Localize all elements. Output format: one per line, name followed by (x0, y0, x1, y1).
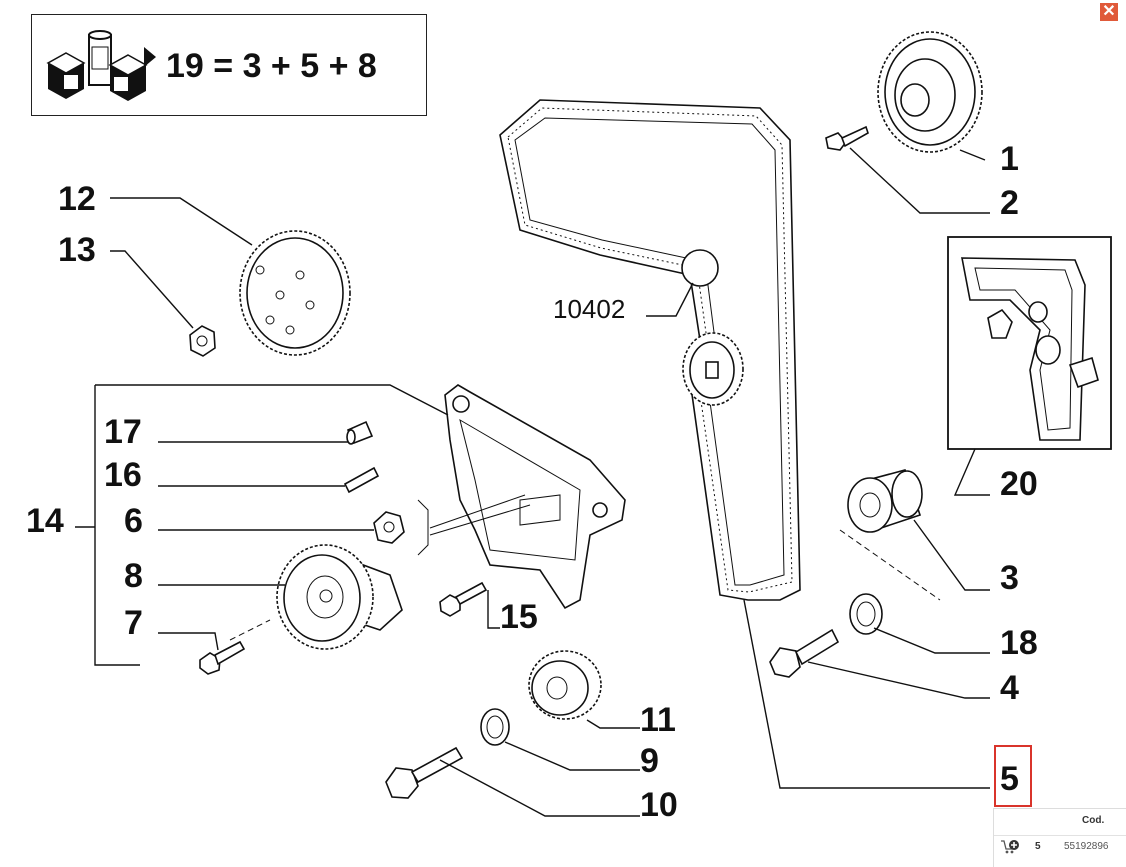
callout-1[interactable]: 1 (1000, 140, 1019, 178)
callout-4[interactable]: 4 (1000, 669, 1019, 707)
crankshaft-bolt[interactable] (385, 746, 464, 799)
inset-assembly[interactable] (947, 236, 1112, 450)
callout-5[interactable]: 5 (1000, 760, 1019, 798)
tensioner-pulley[interactable] (276, 544, 403, 650)
callout-12[interactable]: 12 (58, 180, 96, 218)
spacer-ring[interactable] (480, 708, 510, 746)
idler-roller[interactable] (847, 469, 923, 533)
parts-kit-icon (46, 30, 156, 101)
washer-ring[interactable] (849, 593, 883, 635)
callout-2[interactable]: 2 (1000, 184, 1019, 222)
callout-14[interactable]: 14 (26, 502, 64, 540)
callout-18[interactable]: 18 (1000, 624, 1038, 662)
roller-bolt[interactable] (769, 628, 840, 678)
callout-8[interactable]: 8 (124, 557, 143, 595)
tensioner-bracket[interactable] (444, 384, 626, 610)
callout-15[interactable]: 15 (500, 598, 538, 636)
tensioner-bolt[interactable] (199, 640, 246, 675)
idler-roller-upper[interactable] (681, 249, 719, 287)
part-info-row[interactable]: 5 55192896 (994, 835, 1126, 858)
crankshaft-pulley[interactable] (528, 650, 602, 720)
callout-9[interactable]: 9 (640, 742, 659, 780)
hex-nut[interactable] (373, 511, 405, 544)
callout-11[interactable]: 11 (640, 701, 676, 739)
toothed-pulley-left[interactable] (239, 230, 351, 356)
leader-lines (75, 147, 990, 817)
nut-small[interactable] (189, 325, 216, 357)
kit-formula-box: 19 = 3 + 5 + 8 (31, 14, 427, 116)
camshaft-pulley[interactable] (877, 31, 983, 153)
idler-pulley[interactable] (682, 332, 744, 406)
code-column-header: Cod. (1082, 815, 1105, 826)
stud-bolt[interactable] (343, 466, 380, 494)
part-info-panel: Cod. 5 55192896 (993, 808, 1126, 867)
callout-10[interactable]: 10 (640, 786, 678, 824)
callout-6[interactable]: 6 (124, 502, 143, 540)
kit-formula-text: 19 = 3 + 5 + 8 (166, 47, 377, 85)
timing-belt[interactable] (499, 99, 801, 601)
close-icon[interactable]: ✕ (1100, 3, 1118, 21)
callout-20[interactable]: 20 (1000, 465, 1038, 503)
part-position: 5 (1035, 841, 1041, 852)
selected-callout-highlight (994, 745, 1032, 807)
callout-17[interactable]: 17 (104, 413, 142, 451)
reference-number: 10402 (553, 294, 625, 324)
callout-7[interactable]: 7 (124, 604, 143, 642)
add-to-cart-icon[interactable] (1000, 839, 1020, 855)
pulley-bolt[interactable] (825, 125, 869, 151)
bracket-bolt[interactable] (439, 581, 488, 617)
callout-13[interactable]: 13 (58, 231, 96, 269)
callout-16[interactable]: 16 (104, 456, 142, 494)
callout-3[interactable]: 3 (1000, 559, 1019, 597)
spacer-sleeve[interactable] (346, 420, 374, 445)
part-code: 55192896 (1064, 841, 1109, 852)
